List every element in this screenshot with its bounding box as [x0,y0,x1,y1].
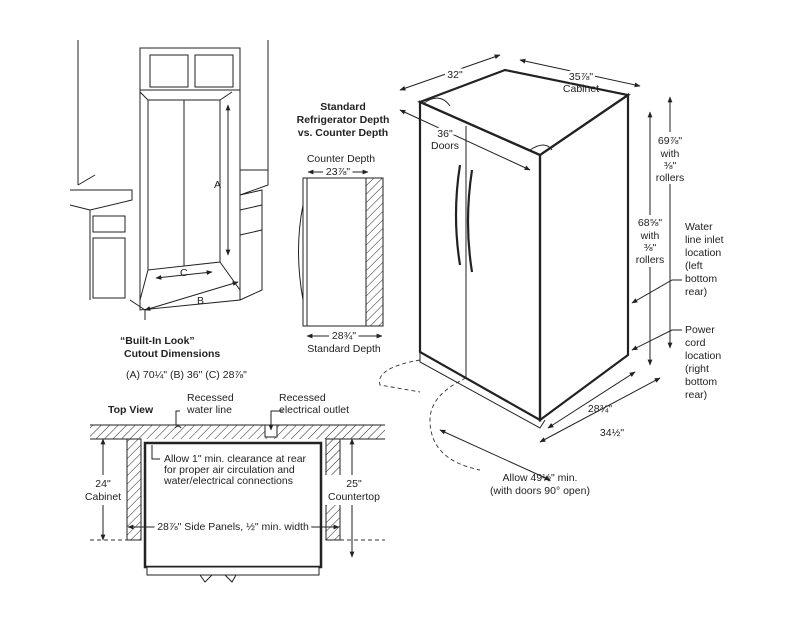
height-total: 69⅞" with ⅜" rollers [655,132,685,184]
svg-text:⅜": ⅜" [664,160,677,172]
svg-text:rollers: rollers [636,254,665,266]
doors-label: Doors [431,140,459,152]
svg-text:(right: (right [685,363,709,375]
cabinet-depth: 35⅞" [569,71,593,83]
door-clearance-line1: Allow 49½" min. [503,472,578,484]
cutout-label-a: A [214,179,221,191]
countertop-depth-label: Countertop [328,491,380,503]
svg-text:bottom: bottom [685,376,717,388]
svg-text:location: location [685,350,721,362]
side-view-fridge [298,177,384,327]
svg-text:Power: Power [685,324,715,336]
svg-text:⅜": ⅜" [644,242,657,254]
side-panels-label: 28⅞" Side Panels, ½" min. width [157,521,309,533]
svg-text:cord: cord [685,337,706,349]
water-line-label-2: water line [186,404,232,416]
outlet-label-1: Recessed [279,392,326,404]
power-cord-callout: Power cord location (right bottom rear) [631,324,721,401]
counter-depth-value: 23⅞" [326,166,350,178]
countertop-depth-value: 25" [346,478,362,490]
svg-text:line inlet: line inlet [685,234,724,246]
cutout-illustration: A C B [69,40,269,320]
svg-text:rollers: rollers [656,172,685,184]
standard-depth-label: Standard Depth [307,343,381,355]
height-cabinet: 68⅝" with ⅜" rollers [632,215,668,267]
top-view-title: Top View [108,404,154,416]
cutout-title-line1: “Built-In Look” [120,335,195,347]
svg-text:Water: Water [685,221,713,233]
clearance-line-1: Allow 1" min. clearance at rear [164,453,307,465]
fridge-width: 32" [447,69,463,81]
clearance-line-2: for proper air circulation and [164,464,295,476]
svg-text:rear): rear) [685,286,707,298]
standard-depth-value: 28¾" [332,330,356,342]
depth-title-line3: vs. Counter Depth [298,127,388,139]
svg-text:68⅝": 68⅝" [638,217,662,229]
door-clearance-line2: (with doors 90° open) [490,485,590,497]
depth-34-1-2: 34½" [600,427,624,439]
cutout-dims: (A) 70¼" (B) 36" (C) 28⅞" [126,369,247,381]
depth-title-line1: Standard [320,101,366,113]
top-view-plan [90,424,385,583]
cabinet-depth-label: Cabinet [85,491,121,503]
svg-text:rear): rear) [685,389,707,401]
water-inlet-callout: Water line inlet location (left bottom r… [631,221,724,304]
water-line-label-1: Recessed [187,392,234,404]
depth-title-line2: Refrigerator Depth [297,114,390,126]
cutout-label-c: C [180,267,188,279]
outlet-label-2: electrical outlet [279,404,349,416]
svg-text:(left: (left [685,260,703,272]
cutout-label-b: B [197,295,204,307]
cutout-title-line2: Cutout Dimensions [124,348,220,360]
svg-text:with: with [660,148,680,160]
depth-28-3-4: 28¾" [588,403,612,415]
clearance-line-3: water/electrical connections [163,475,293,487]
counter-depth-label: Counter Depth [307,153,375,165]
svg-text:location: location [685,247,721,259]
svg-text:with: with [640,230,660,242]
svg-text:69⅞": 69⅞" [658,135,682,147]
cabinet-label: Cabinet [563,83,599,95]
cabinet-depth-value: 24" [95,478,111,490]
doors-depth: 36" [437,128,453,140]
svg-text:bottom: bottom [685,273,717,285]
